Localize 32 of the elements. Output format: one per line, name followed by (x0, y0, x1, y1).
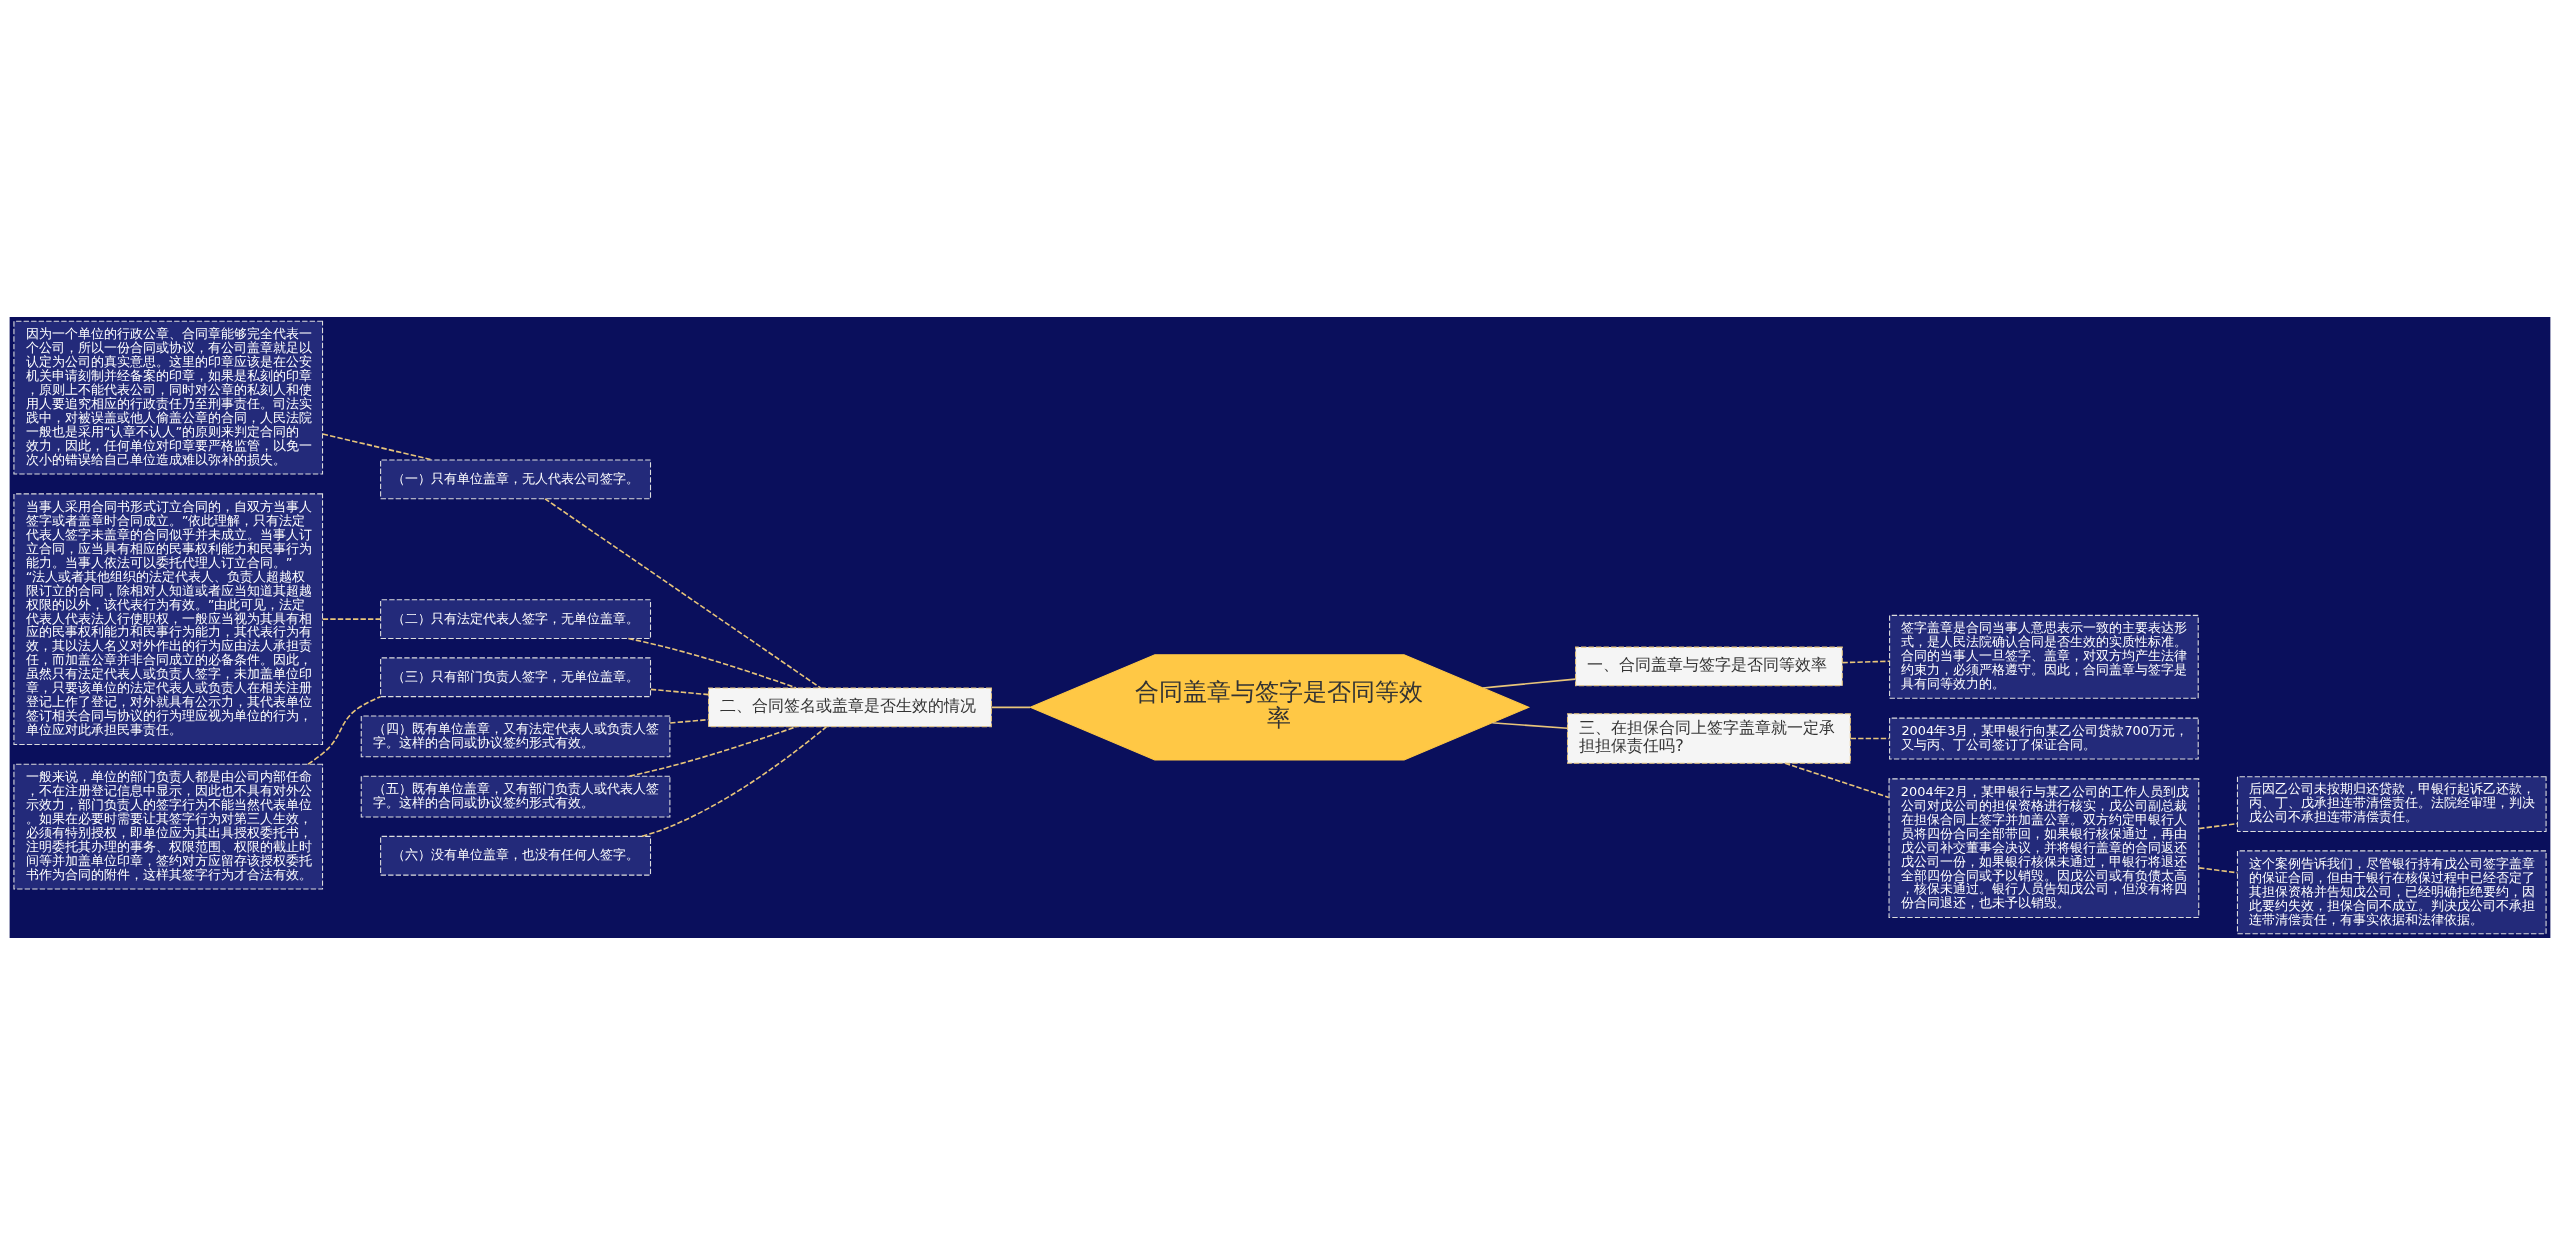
node-box: 二、合同签名或盖章是否生效的情况 (708, 687, 992, 728)
node-box: （三）只有部门负责人签字，无单位盖章。 (380, 657, 652, 698)
connector (2198, 822, 2239, 830)
node-box: 一般来说，单位的部门负责人都是由公司内部任命，不在注册登记信息中显示，因此也不具有对外公示效力，部门负责人的签字行为不能当然代表单位。如果在必要时需要让其签字行为对第三人生效，必须有特别授权，即单位应为其出具授权委托书，注明委托其办理的事务、权限范围、权限的截止时间等并加盖单位印章，签约对方应留存该授权委托书作为合同的附件，这样其签字行为才合法有效。 (13, 763, 324, 890)
connector (1841, 660, 1891, 664)
node-box: 当事人采用合同书形式订立合同的，自双方当事人签字或者盖章时合同成立。”依此理解，只有法定代表人签字未盖章的合同似乎并未成立。当事人订立合同，应当具有相应的民事权利能力和民事行为能力。当事人依法可以委托代理人订立合同。” “法人或者其他组织的法定代表人、负责人超越权限订立的合同，除相对人知道或者应当知道其超越权限的以外，该代表行为有效。”由此可见，法定代表人代表法人行使职权，一般应当视为其具有相应的民事权利能力和民事行为能力，其代表行为有效，其以法人名义对外作出的行为应由法人承担责任，而加盖公章并非合同成立的必备条件。因此，虽然只有法定代表人或负责人签字，未加盖单位印章，只要该单位的法定代表人或负责人在相关注册登记上作了登记，对外就具有公示力，其代表单位签订相关合同与协议的行为理应视为单位的行为，单位应对此承担民事责任。 (13, 493, 324, 745)
node-box: （一）只有单位盖章，无人代表公司签字。 (380, 459, 652, 500)
node-box: （四）既有单位盖章，又有法定代表人或负责人签字。这样的合同或协议签约形式有效。 (360, 715, 671, 758)
node-box: 因为一个单位的行政公章、合同章能够完全代表一个公司，所以一份合同或协议，有公司盖章就足以认定为公司的真实意思。这里的印章应该是在公安机关申请刻制并经备案的印章，如果是私刻的印章，原则上不能代表公司，同时对公章的私刻人和使用人要追究相应的行政责任乃至刑事责任。司法实践中，对被误盖或他人偷盖公章的合同，人民法院一般也是采用“认章不认人”的原则来判定合同的效力，因此，任何单位对印章要严格监管，以免一次小的错误给自己单位造成难以弥补的损失。 (13, 320, 324, 475)
node-box: 2004年3月，某甲银行向某乙公司贷款700万元，又与丙、丁公司签订了保证合同。 (1889, 717, 2199, 760)
connector (307, 695, 382, 765)
node-box: 后因乙公司未按期归还贷款，甲银行起诉乙还款，丙、丁、戊承担连带清偿责任。法院经审理，判决戊公司不承担连带清偿责任。 (2236, 776, 2547, 833)
connector (1849, 737, 1891, 740)
node-box: （二）只有法定代表人签字，无单位盖章。 (380, 599, 652, 640)
node-box: （六）没有单位盖章，也没有任何人签字。 (380, 835, 652, 876)
node-box: 这个案例告诉我们，尽管银行持有戊公司签字盖章的保证合同，但由于银行在核保过程中已经否定了其担保资格并告知戊公司，已经明确拒绝要约，因此要约失效，担保合同不成立。判决戊公司不承担连带清偿责任，有事实依据和法律依据。 (2236, 850, 2547, 935)
node-box: 三、在担保合同上签字盖章就一定承担担保责任吗? (1567, 713, 1851, 764)
node-box: 签字盖章是合同当事人意思表示一致的主要表达形式，是人民法院确认合同是否生效的实质性标准。合同的当事人一旦签字、盖章，对双方均产生法律约束力，必须严格遵守。因此，合同盖章与签字是具有同等效力的。 (1889, 614, 2199, 699)
node-box: 2004年2月，某甲银行与某乙公司的工作人员到戊公司对戊公司的担保资格进行核实，戊公司副总裁在担保合同上签字并加盖公章。双方约定甲银行人员将四份合同全部带回，如果银行核保通过，再由戊公司补交董事会决议，并将银行盖章的合同返还戊公司一份，如果银行核保未通过，甲银行将退还全部四份合同或予以销毁。因戊公司或有负债太高，核保未通过。银行人员告知戊公司，但没有将四份合同退还，也未予以销毁。 (1888, 778, 2200, 919)
connector (650, 688, 710, 696)
connector (990, 706, 1031, 709)
connector (2198, 867, 2239, 874)
connector (627, 637, 797, 689)
connector (321, 433, 434, 461)
connector (1784, 762, 1890, 799)
connector (1491, 722, 1569, 730)
connector (1482, 678, 1577, 689)
node-box: 一、合同盖章与签字是否同等效率 (1575, 646, 1843, 687)
connector (641, 726, 828, 838)
connector (321, 618, 382, 620)
connector (544, 498, 822, 689)
node-box: （五）既有单位盖章，又有部门负责人或代表人签字。这样的合同或协议签约形式有效。 (360, 775, 671, 818)
